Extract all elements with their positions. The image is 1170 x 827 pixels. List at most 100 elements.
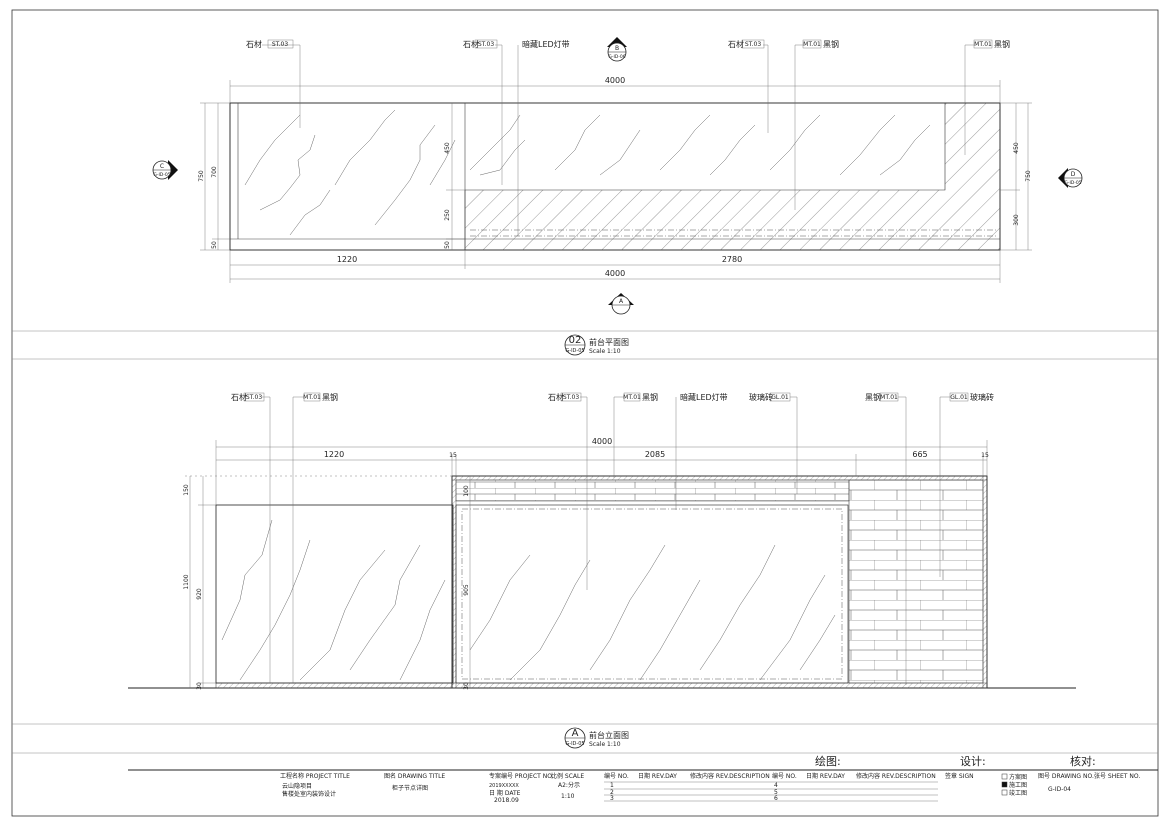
- tb-drawing-title-label: 图名 DRAWING TITLE: [384, 772, 445, 780]
- plan-label-a: 石材: [246, 39, 262, 49]
- elev-dim-1220: 1220: [324, 450, 344, 459]
- elev-label-2-code: MT.01: [303, 394, 321, 401]
- plan-label-b-code: ST.03: [478, 41, 494, 48]
- plan-title: 02 G-ID-05 前台平面图 Scale 1:10: [564, 334, 629, 356]
- plan-label-f-code: MT.01: [974, 41, 992, 48]
- tb-check-1: 方案图: [1009, 773, 1027, 781]
- elev-glass-brick-top: [455, 479, 850, 502]
- marker-a: A: [608, 293, 634, 315]
- tb-project-title-label: 工程名称 PROJECT TITLE: [280, 772, 350, 780]
- plan-dim-bottom-total: 4000: [605, 269, 625, 278]
- tb-check-2: 施工图: [1009, 781, 1027, 789]
- plan-label-b: 石材: [463, 39, 479, 49]
- elev-label-1: 石材: [231, 392, 247, 402]
- svg-text:G-ID-05: G-ID-05: [1064, 180, 1081, 186]
- elev-label-1-code: ST.03: [246, 394, 262, 401]
- plan-label-d: 石材: [728, 39, 744, 49]
- elev-label-6: 玻璃砖: [749, 392, 773, 402]
- elev-label-8: 玻璃砖: [970, 392, 994, 402]
- svg-text:D: D: [1071, 171, 1076, 178]
- svg-text:C: C: [160, 163, 164, 170]
- svg-text:G-ID-05: G-ID-05: [153, 172, 170, 178]
- plan-dim-450: 450: [444, 142, 451, 154]
- tb-rev-row-4: 4: [774, 782, 778, 789]
- plan-dim-right-outer: 750: [1025, 170, 1032, 182]
- tb-rev-desc-label2: 修改内容 REV.DESCRIPTION: [856, 772, 936, 780]
- elev-stone-right: [455, 504, 849, 684]
- plan-dim-right-300: 300: [1013, 214, 1020, 226]
- tb-design: 设计:: [960, 755, 986, 768]
- plan-dim-left-h: 700: [211, 166, 218, 178]
- plan-marble-veins: [244, 109, 931, 236]
- tb-rev-rows: 1 2 3 4 5 6: [604, 781, 938, 802]
- elev-leaders: 石材 ST.03 MT.01 黑钢 石材 ST.03 MT.01 黑钢 暗藏LE…: [231, 392, 994, 685]
- elev-label-4-code: MT.01: [623, 394, 641, 401]
- plan-label-e-code: MT.01: [803, 41, 821, 48]
- plan-dim-left-seg: 1220: [337, 255, 357, 264]
- tb-scale-value2: 1:10: [561, 793, 575, 800]
- tb-rev-row-2: 2: [610, 789, 614, 796]
- elev-label-4: 黑钢: [642, 392, 658, 402]
- marker-c: C G-ID-05: [152, 160, 178, 180]
- tb-project-no: 2019XXXXX: [489, 783, 519, 789]
- tb-drawing-no-label: 图号 DRAWING NO.: [1038, 773, 1094, 780]
- plan-label-a-code: ST.03: [272, 41, 288, 48]
- tb-sign-label: 签章 SIGN: [945, 772, 974, 780]
- elev-base-strip: [215, 682, 453, 689]
- plan-dim-250: 250: [444, 209, 451, 221]
- elev-dim-920: 920: [196, 588, 203, 600]
- elev-dim-30a: 30: [196, 682, 203, 690]
- svg-text:A: A: [619, 298, 624, 305]
- title-block: 绘图: 设计: 核对: 工程名称 PROJECT TITLE 云山隐项目 售楼处…: [128, 754, 1158, 804]
- plan-leaders: 石材 ST.03 石材 ST.03 暗藏LED灯带 石材 ST.03 MT.01…: [246, 39, 1010, 236]
- elev-title: A G-ID-05 前台立面图 Scale 1:10: [564, 727, 629, 749]
- plan-label-f: 黑钢: [994, 39, 1010, 49]
- plan-title-ref: G-ID-05: [565, 348, 584, 354]
- elev-marble-veins: [221, 519, 836, 681]
- elev-stone-left: [215, 504, 454, 684]
- marker-b: B G-ID-06: [607, 37, 627, 62]
- tb-drawing-title: 柜子节点详图: [392, 784, 428, 792]
- plan-label-d-code: ST.03: [745, 41, 761, 48]
- tb-checkboxes: 方案图 施工图 竣工图: [1001, 773, 1027, 797]
- tb-date-label: 日 期 DATE: [489, 789, 521, 797]
- svg-text:B: B: [615, 45, 619, 52]
- svg-text:G-ID-06: G-ID-06: [608, 54, 625, 60]
- plan-dim-top: 4000: [605, 76, 625, 85]
- plan-dim-left-outer: 750: [198, 170, 205, 182]
- plan-label-c: 暗藏LED灯带: [522, 39, 570, 49]
- plan-view: 4000 1220 2780 4000 750 700 50 450 250 5…: [152, 37, 1083, 356]
- elevation-view: 4000 1220 15 2085 665 15 150 1100 920 30…: [128, 392, 1076, 749]
- tb-sheet-no-label: 张号 SHEET NO.: [1094, 772, 1140, 780]
- elev-dim-150: 150: [183, 484, 190, 496]
- tb-project-name-2: 售楼处室内装饰设计: [282, 790, 336, 798]
- elev-glass-brick-wall: [848, 479, 984, 684]
- tb-date-value: 2018.09: [494, 797, 519, 804]
- elev-dimensions: 4000 1220 15 2085 665 15 150 1100 920 30…: [183, 437, 989, 690]
- plan-steel-hatch: [464, 102, 1001, 251]
- elev-label-3: 石材: [548, 392, 564, 402]
- tb-rev-day-label2: 日期 REV.DAY: [806, 772, 845, 780]
- plan-label-e: 黑钢: [823, 39, 839, 49]
- tb-project-name-1: 云山隐项目: [282, 782, 312, 790]
- tb-check: 核对:: [1070, 754, 1096, 768]
- plan-dim-right-450: 450: [1013, 142, 1020, 154]
- elev-title-name: 前台立面图: [589, 730, 629, 740]
- tb-rev-no-label2: 编号 NO.: [772, 772, 797, 780]
- marker-d: D G-ID-05: [1058, 168, 1083, 188]
- elev-dim-905: 905: [463, 584, 470, 596]
- elev-label-7: 黑钢: [865, 392, 881, 402]
- elev-title-scale: Scale 1:10: [589, 741, 621, 748]
- plan-dim-left-bot: 50: [211, 241, 218, 249]
- elev-title-ref: G-ID-05: [565, 741, 584, 747]
- tb-project-no-label: 专案编号 PROJECT NO.: [489, 772, 554, 780]
- elev-dim-15a: 15: [449, 452, 457, 459]
- tb-scale-label: 比例 SCALE: [551, 772, 584, 780]
- elev-dim-total: 4000: [592, 437, 612, 446]
- elev-dim-15b: 15: [981, 452, 989, 459]
- elev-title-letter: A: [572, 728, 579, 739]
- sheet-border: [11, 9, 1159, 817]
- elev-label-7-code: MT.01: [880, 394, 898, 401]
- elev-label-3-code: ST.03: [563, 394, 579, 401]
